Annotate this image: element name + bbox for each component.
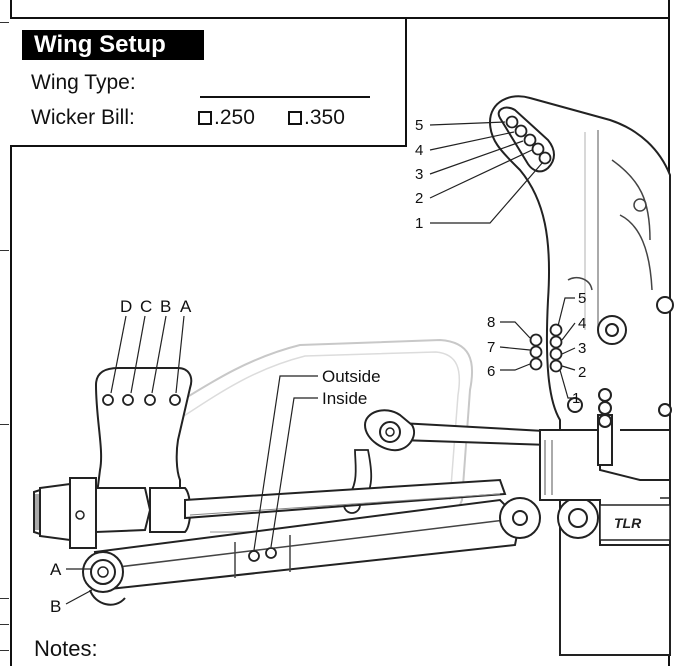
margin-tick bbox=[0, 624, 9, 625]
wicker-option-350[interactable]: .350 bbox=[288, 105, 345, 131]
wing-slot-label: 2 bbox=[415, 190, 423, 207]
wicker-option-label: .250 bbox=[214, 106, 255, 129]
wing-angle-slot bbox=[497, 106, 555, 173]
rod-end-a-label: A bbox=[50, 560, 62, 579]
chassis-logo: TLR bbox=[614, 515, 642, 531]
tie-bar bbox=[184, 478, 507, 520]
notes-label: Notes: bbox=[34, 636, 98, 661]
margin-tick bbox=[0, 650, 9, 651]
wicker-option-250[interactable]: .250 bbox=[198, 105, 255, 131]
wing-slot-label: 5 bbox=[415, 117, 423, 134]
wing-type-label: Wing Type: bbox=[31, 71, 136, 94]
rear-hole-group-right bbox=[549, 323, 583, 413]
wing-slot-label: 4 bbox=[415, 142, 423, 159]
rear-bulkhead bbox=[539, 388, 672, 546]
rear-right-label: 1 bbox=[572, 390, 580, 407]
margin-tick bbox=[0, 424, 9, 425]
wing-mount-leaders bbox=[110, 315, 185, 394]
rod-end-b-label: B bbox=[50, 597, 61, 616]
wing-mount-label: B bbox=[160, 297, 171, 316]
hub-carrier bbox=[33, 367, 193, 549]
link-position-leaders bbox=[253, 375, 318, 551]
wing-mount-label: C bbox=[140, 297, 152, 316]
rear-left-leaders bbox=[499, 321, 531, 371]
wicker-option-label: .350 bbox=[304, 106, 345, 129]
wing-type-field[interactable] bbox=[200, 96, 370, 98]
margin-tick bbox=[0, 250, 9, 251]
wing-setup-title: Wing Setup bbox=[34, 31, 166, 58]
rear-right-label: 5 bbox=[578, 290, 586, 307]
rear-right-leaders bbox=[557, 297, 576, 399]
wing-mount-label: D bbox=[120, 297, 132, 316]
wing-angle-leaders bbox=[429, 121, 544, 224]
rod-end-leaders bbox=[65, 568, 93, 605]
rear-left-label: 8 bbox=[487, 314, 495, 331]
checkbox-icon[interactable] bbox=[288, 111, 302, 125]
tie-bar-shade bbox=[189, 493, 501, 516]
inside-label: Inside bbox=[322, 389, 367, 408]
margin-tick bbox=[0, 598, 9, 599]
rear-right-label: 4 bbox=[578, 315, 586, 332]
rear-left-label: 7 bbox=[487, 339, 495, 356]
outside-label: Outside bbox=[322, 367, 381, 386]
wing-slot-label: 3 bbox=[415, 166, 423, 183]
lower-arm bbox=[82, 497, 599, 606]
rear-right-label: 3 bbox=[578, 340, 586, 357]
wing-slot-label: 1 bbox=[415, 215, 423, 232]
body-outline-inner bbox=[169, 351, 461, 501]
rear-right-label: 2 bbox=[578, 364, 586, 381]
wing-mount-label: A bbox=[180, 297, 192, 316]
rear-left-label: 6 bbox=[487, 363, 495, 380]
rear-hole-group-left bbox=[529, 333, 543, 371]
wing-setup-header: Wing Setup bbox=[22, 30, 204, 60]
checkbox-icon[interactable] bbox=[198, 111, 212, 125]
margin-tick bbox=[0, 22, 9, 23]
wicker-bill-label: Wicker Bill: bbox=[31, 106, 135, 129]
